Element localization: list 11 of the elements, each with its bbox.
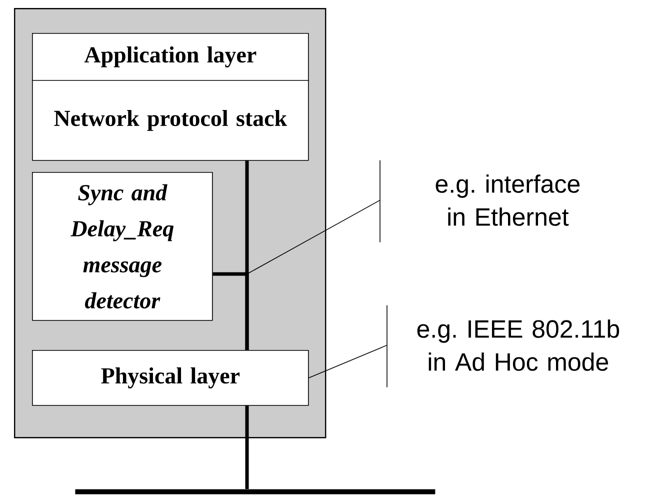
layer-box: Network protocol stack [32, 80, 309, 161]
bus-line [245, 406, 249, 489]
layer-box: Sync and Delay_Req message detector [32, 172, 213, 321]
layer-box: Application layer [32, 33, 309, 81]
callout-text: e.g. IEEE 802.11b in Ad Hoc mode [417, 320, 620, 371]
leader-line [308, 344, 388, 378]
callout-text: e.g. interface in Ethernet [436, 174, 580, 226]
bus-bar [75, 489, 436, 494]
layer-box: Physical layer [32, 350, 309, 406]
leader-line [246, 200, 380, 274]
bus-line [212, 272, 249, 350]
